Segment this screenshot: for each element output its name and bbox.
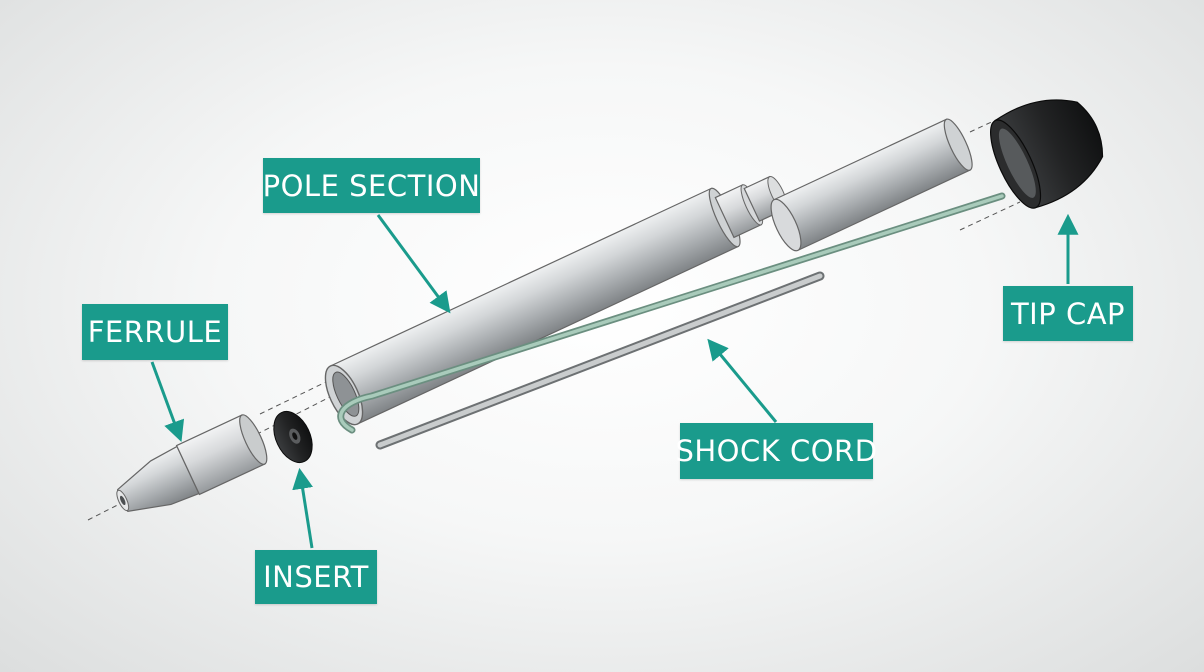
- pole-section-label: POLE SECTION: [263, 158, 480, 213]
- ferrule-part: [116, 414, 268, 512]
- arrow-shock-cord: [707, 338, 778, 423]
- ferrule-label: FERRULE: [82, 304, 228, 360]
- arrow-pole-section: [376, 214, 451, 314]
- insert-label: INSERT: [255, 550, 377, 604]
- leader-arrows: [150, 213, 1079, 549]
- axis-line-mid: [259, 379, 331, 415]
- tip-cap-part: [990, 99, 1104, 209]
- arrow-ferrule: [150, 361, 185, 442]
- shock-cord-label: SHOCK CORD: [675, 423, 877, 479]
- insert-part: [273, 410, 313, 464]
- axis-line-tip-lower: [959, 201, 1021, 231]
- shock-cord-part: [337, 192, 1006, 450]
- tip-cap-label: TIP CAP: [1003, 286, 1133, 341]
- short-tube-part: [770, 118, 973, 252]
- arrow-insert: [292, 467, 314, 549]
